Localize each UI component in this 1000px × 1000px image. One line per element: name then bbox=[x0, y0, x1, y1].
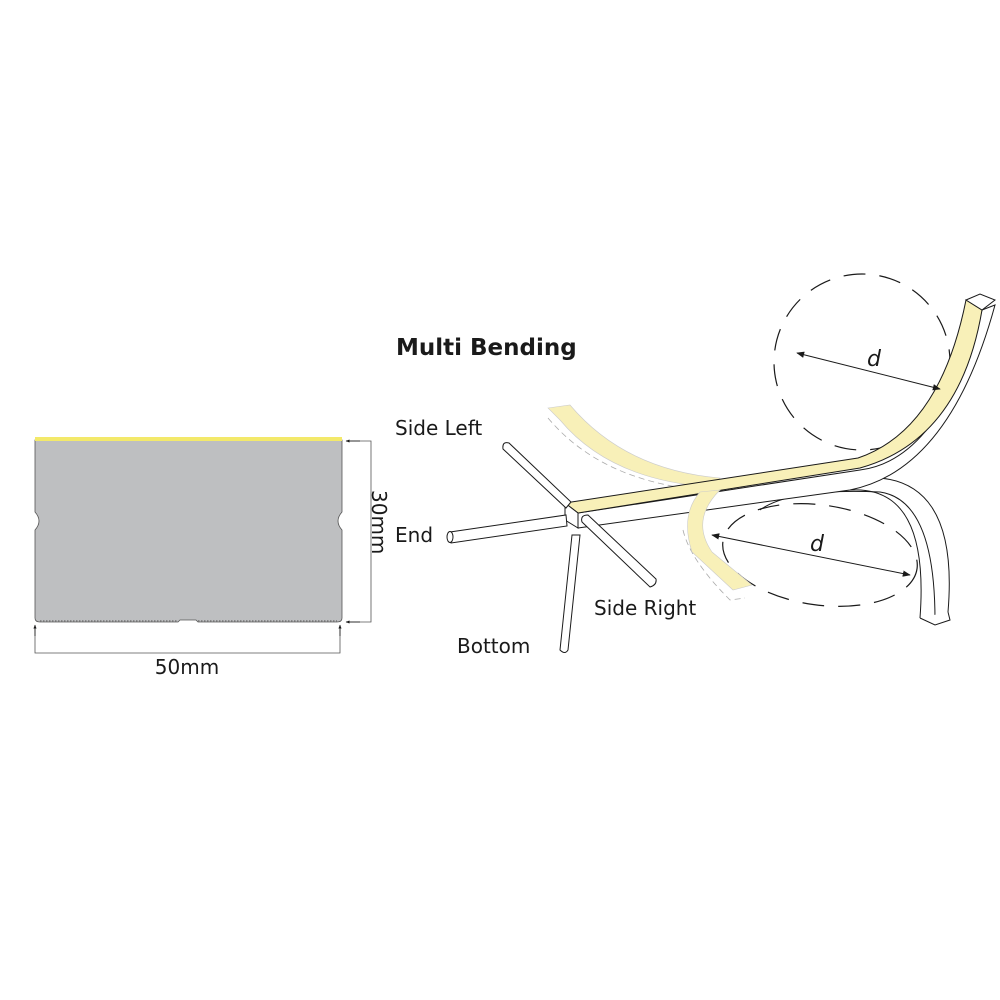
side-right-bend bbox=[682, 489, 753, 601]
diameter-label-upper: d bbox=[867, 347, 882, 372]
profile-cross-section: 30mm 50mm bbox=[33, 437, 391, 679]
label-end: End bbox=[395, 523, 433, 547]
label-side-right: Side Right bbox=[594, 596, 696, 620]
diameter-label-lower: d bbox=[810, 532, 825, 557]
downward-hook bbox=[759, 477, 951, 626]
diagram-title: Multi Bending bbox=[396, 335, 577, 361]
rod-end bbox=[447, 514, 568, 544]
main-strip bbox=[563, 293, 997, 529]
profile-body bbox=[34, 439, 343, 623]
rod-bottom bbox=[559, 534, 581, 653]
bend-circle-lower bbox=[722, 503, 918, 607]
height-dimension: 30mm bbox=[345, 439, 391, 624]
side-left-bend bbox=[547, 404, 721, 491]
emitting-surface bbox=[35, 437, 342, 441]
height-label: 30mm bbox=[367, 490, 391, 554]
label-bottom: Bottom bbox=[457, 634, 530, 658]
diameter-arrow-lower bbox=[711, 533, 911, 577]
rod-side-right bbox=[581, 514, 657, 588]
width-dimension: 50mm bbox=[33, 624, 342, 679]
rod-side-left bbox=[502, 442, 572, 509]
bend-direction-rods bbox=[446, 442, 657, 653]
strip-emitting-top bbox=[563, 299, 983, 514]
diameter-arrow-upper bbox=[796, 351, 941, 391]
width-label: 50mm bbox=[155, 655, 219, 679]
label-side-left: Side Left bbox=[395, 416, 482, 440]
